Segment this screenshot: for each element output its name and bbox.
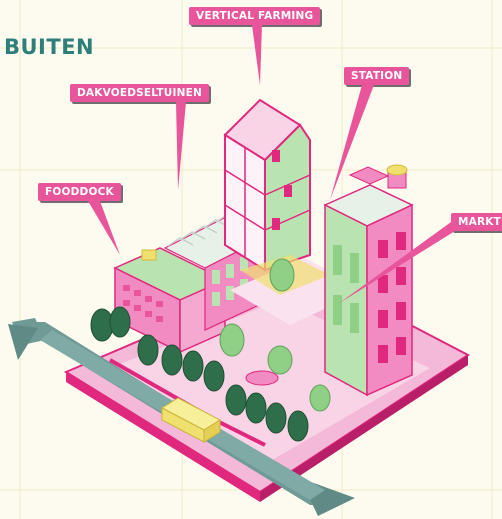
water-tower — [386, 164, 408, 189]
page-title: BUITEN — [4, 35, 95, 59]
label-station: STATION — [344, 67, 410, 85]
label-dakvoedseltuinen: DAKVOEDSELTUINEN — [70, 84, 209, 102]
vertical-farming-building — [223, 98, 311, 272]
trees — [90, 258, 331, 442]
label-vertical-farming: VERTICAL FARMING — [189, 7, 321, 25]
station-building — [323, 164, 414, 397]
label-fooddock: FOODDOCK — [38, 183, 121, 201]
bus — [160, 397, 222, 443]
label-markt: MARKT — [451, 213, 502, 231]
